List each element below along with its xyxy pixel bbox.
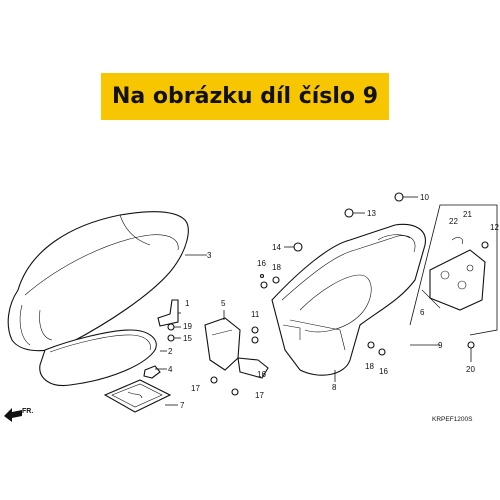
- callout-22: 22: [449, 217, 458, 226]
- callout-6: 6: [420, 308, 425, 317]
- washer-18b: [367, 341, 375, 349]
- banner-text: Na obrázku díl číslo 9: [111, 84, 379, 109]
- callout-14: 14: [272, 243, 281, 252]
- part-number-banner: Na obrázku díl číslo 9: [101, 73, 389, 120]
- bolt-10: [394, 192, 404, 202]
- callout-18a: 18: [272, 263, 281, 272]
- bolt-16b: [378, 348, 386, 356]
- bolt-19: [167, 323, 175, 331]
- seat-gasket: [39, 329, 157, 387]
- washer-18a: [272, 276, 280, 284]
- seat-hinge: [204, 317, 269, 396]
- callout-1: 1: [185, 299, 190, 308]
- callout-7: 7: [180, 401, 185, 410]
- callout-18b: 18: [365, 362, 374, 371]
- seat-part: [7, 211, 189, 352]
- callout-5: 5: [221, 299, 226, 308]
- diagram-code: KRPEF1200S: [432, 416, 473, 423]
- callout-19: 19: [183, 322, 192, 331]
- callout-8: 8: [332, 383, 337, 392]
- manual-bag: [103, 379, 172, 413]
- callout-3: 3: [207, 251, 212, 260]
- callout-17b: 17: [255, 391, 264, 400]
- luggage-box: [271, 223, 426, 376]
- callout-4: 4: [168, 365, 173, 374]
- latch-assembly: [421, 237, 489, 349]
- front-label: FR.: [22, 408, 33, 415]
- callout-15: 15: [183, 334, 192, 343]
- callout-17a: 17: [191, 384, 200, 393]
- damper-part: [143, 365, 161, 379]
- callout-2: 2: [168, 347, 173, 356]
- assembly-frame: [409, 204, 498, 336]
- bolt-16a: [260, 281, 268, 289]
- bolt-13: [344, 208, 354, 218]
- front-direction-arrow: FR.: [4, 408, 33, 422]
- bolt-11: [251, 336, 259, 344]
- callout-11: 11: [251, 310, 260, 319]
- callout-12: 12: [490, 223, 499, 232]
- callout-21: 21: [463, 210, 472, 219]
- leader-lines: [155, 196, 472, 406]
- bolt-14: [293, 242, 303, 252]
- callout-16c: 16: [257, 370, 266, 379]
- bracket-part: [157, 299, 179, 327]
- callout-9: 9: [438, 341, 443, 350]
- callout-13: 13: [367, 209, 376, 218]
- callout-16a: 16: [257, 259, 266, 268]
- bolt-15: [167, 334, 175, 342]
- callout-20: 20: [466, 365, 475, 374]
- callout-16b: 16: [379, 367, 388, 376]
- callout-10: 10: [420, 193, 429, 202]
